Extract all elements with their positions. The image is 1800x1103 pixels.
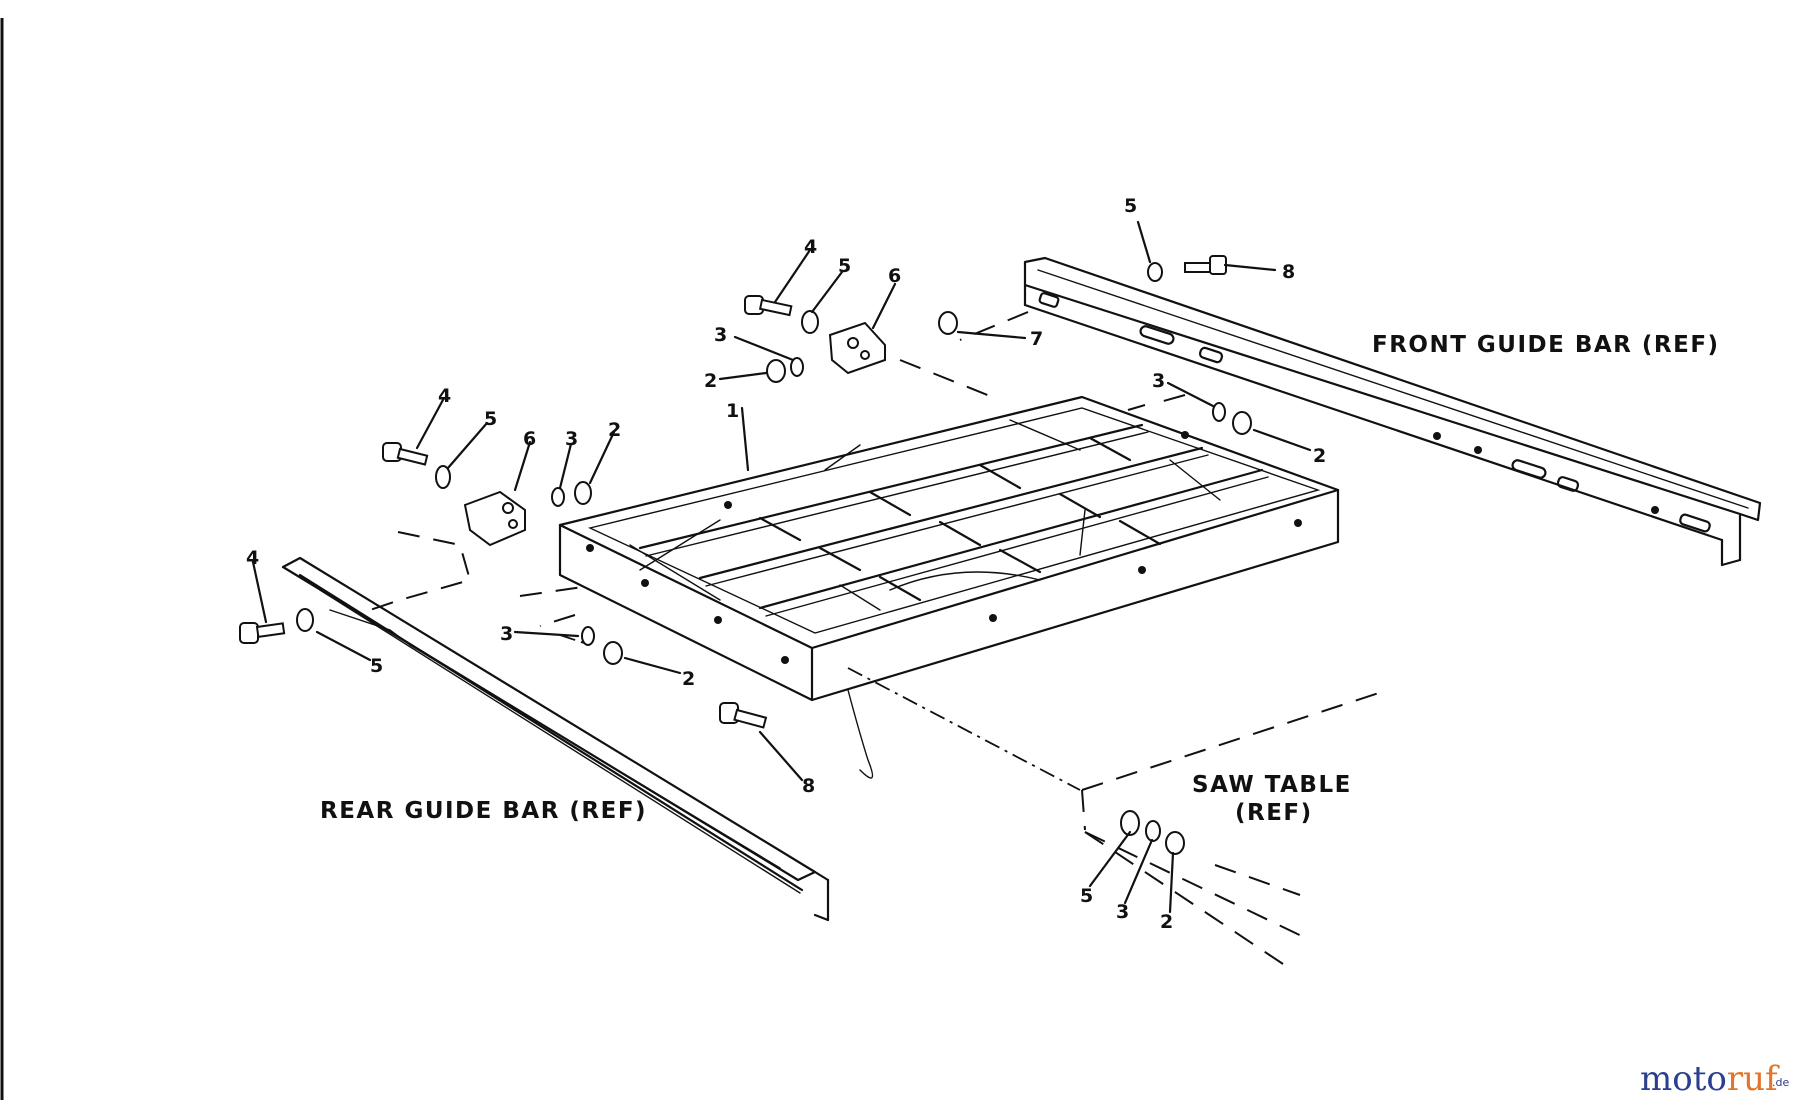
front-guide-bar <box>1023 256 1762 567</box>
callout-2-bottom: 2 <box>682 668 695 690</box>
label-saw-table: SAW TABLE <box>1192 772 1352 798</box>
lockwasher-bottom <box>581 626 595 646</box>
nut-left <box>574 481 592 505</box>
nut-right <box>1232 411 1252 435</box>
lockwasher-right <box>1212 402 1226 422</box>
bolt-left <box>382 442 429 466</box>
callout-3-saw-table: 3 <box>1116 901 1129 923</box>
rear-guide-bar <box>281 556 830 922</box>
callout-5-upper: 5 <box>838 255 851 277</box>
callout-2-right: 2 <box>1313 445 1326 467</box>
callout-5-left: 5 <box>484 408 497 430</box>
label-front-guide-bar: FRONT GUIDE BAR (REF) <box>1372 332 1720 358</box>
bracket-upper <box>828 321 886 375</box>
label-rear-guide-bar: REAR GUIDE BAR (REF) <box>320 798 647 824</box>
callout-7: 7 <box>1030 328 1043 350</box>
callout-4-upper: 4 <box>804 236 817 258</box>
screw-front-upper <box>1147 255 1227 282</box>
callout-leaders <box>251 220 1312 914</box>
bracket-left <box>463 490 526 547</box>
callout-4-left: 4 <box>438 385 451 407</box>
callout-6-left: 6 <box>523 428 536 450</box>
callout-5-front: 5 <box>1124 195 1137 217</box>
screw-bottom <box>719 702 768 729</box>
watermark-logo: motoruf .de <box>1640 1059 1789 1099</box>
callout-6-upper: 6 <box>888 265 901 287</box>
callout-5-saw-table: 5 <box>1080 885 1093 907</box>
nut-bottom <box>603 641 623 665</box>
watermark-text: motoruf <box>1640 1059 1780 1099</box>
callout-3-bottom: 3 <box>500 623 513 645</box>
table-frame <box>558 395 1340 702</box>
assembly-centerlines <box>369 311 1389 971</box>
callout-3-upper: 3 <box>714 324 727 346</box>
fitting-7 <box>938 311 958 335</box>
nut-saw-table <box>1165 831 1185 855</box>
callout-1-frame: 1 <box>726 400 739 422</box>
washer-left <box>435 465 451 489</box>
callout-3-left: 3 <box>565 428 578 450</box>
washer-upper <box>801 310 819 334</box>
washer-saw-table <box>1120 810 1140 836</box>
hardware-parts <box>239 255 1252 855</box>
callout-8-front: 8 <box>1282 261 1295 283</box>
callout-numbers: 5 8 4 5 6 3 2 7 1 3 2 4 5 6 3 2 4 5 3 2 … <box>246 195 1326 933</box>
callout-2-upper: 2 <box>704 370 717 392</box>
label-saw-table-ref: (REF) <box>1235 800 1313 826</box>
watermark-tld: .de <box>1772 1076 1789 1089</box>
lockwasher-left <box>551 487 565 507</box>
lockwasher-saw-table <box>1145 820 1161 842</box>
bolt-upper <box>744 295 793 317</box>
callout-2-left: 2 <box>608 419 621 441</box>
nut-upper <box>766 359 786 383</box>
callout-8-bottom: 8 <box>802 775 815 797</box>
callout-2-saw-table: 2 <box>1160 911 1173 933</box>
washer-far-left <box>296 608 314 632</box>
lockwasher-upper <box>790 357 804 377</box>
bolt-far-left <box>239 622 286 644</box>
callout-4-far-left: 4 <box>246 547 259 569</box>
callout-5-far-left: 5 <box>370 655 383 677</box>
callout-3-right: 3 <box>1152 370 1165 392</box>
